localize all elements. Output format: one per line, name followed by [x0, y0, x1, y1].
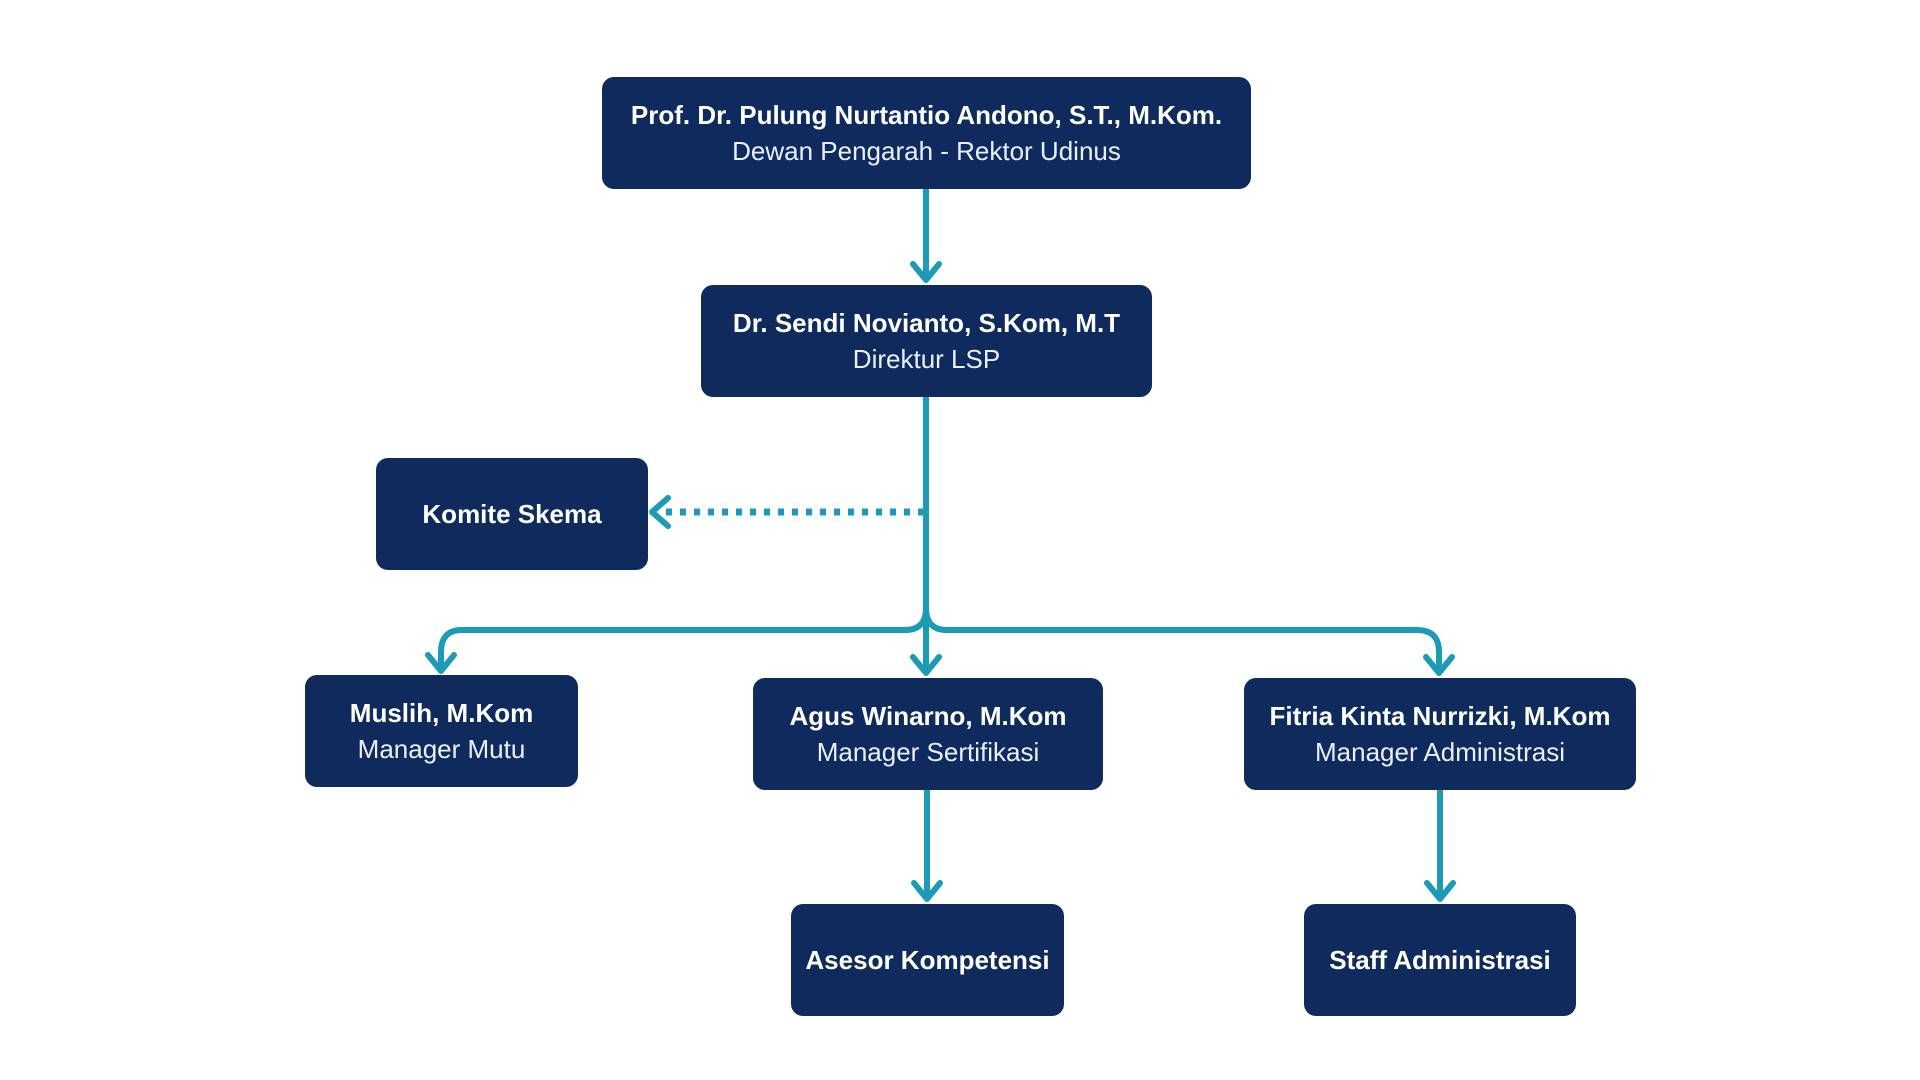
node-staff-administrasi: Staff Administrasi [1304, 904, 1576, 1016]
connector-branch-left [438, 605, 929, 671]
node-asesor-name: Asesor Kompetensi [805, 945, 1050, 975]
arrowhead-direktur [910, 261, 942, 283]
node-manager-mutu: Muslih, M.Kom Manager Mutu [305, 675, 578, 787]
arrowhead-staff [1424, 880, 1456, 902]
node-direktur-name: Dr. Sendi Novianto, S.Kom, M.T [732, 308, 1121, 338]
arrowhead-sertifikasi [910, 654, 942, 676]
arrowhead-asesor [911, 880, 943, 902]
node-sertifikasi-role: Manager Sertifikasi [816, 737, 1040, 767]
arrowhead-komite [649, 495, 671, 529]
node-direktur-role: Direktur LSP [852, 344, 1001, 374]
arrowhead-mutu [425, 652, 457, 674]
node-direktur: Dr. Sendi Novianto, S.Kom, M.T Direktur … [701, 285, 1152, 397]
node-administrasi-role: Manager Administrasi [1315, 737, 1565, 767]
node-mutu-name: Muslih, M.Kom [349, 698, 534, 728]
node-sertifikasi-name: Agus Winarno, M.Kom [789, 701, 1067, 731]
node-administrasi-name: Fitria Kinta Nurrizki, M.Kom [1269, 701, 1611, 731]
node-manager-sertifikasi: Agus Winarno, M.Kom Manager Sertifikasi [753, 678, 1103, 790]
node-komite-name: Komite Skema [422, 499, 602, 529]
node-komite-skema: Komite Skema [376, 458, 648, 570]
node-asesor-kompetensi: Asesor Kompetensi [791, 904, 1064, 1016]
connector-branch-right [923, 605, 1442, 673]
node-rektor: Prof. Dr. Pulung Nurtantio Andono, S.T.,… [602, 77, 1251, 189]
node-manager-administrasi: Fitria Kinta Nurrizki, M.Kom Manager Adm… [1244, 678, 1636, 790]
node-staff-name: Staff Administrasi [1329, 945, 1551, 975]
node-mutu-role: Manager Mutu [357, 734, 526, 764]
node-rektor-role: Dewan Pengarah - Rektor Udinus [732, 136, 1121, 166]
arrowhead-administrasi [1423, 654, 1455, 676]
node-rektor-name: Prof. Dr. Pulung Nurtantio Andono, S.T.,… [630, 100, 1223, 130]
